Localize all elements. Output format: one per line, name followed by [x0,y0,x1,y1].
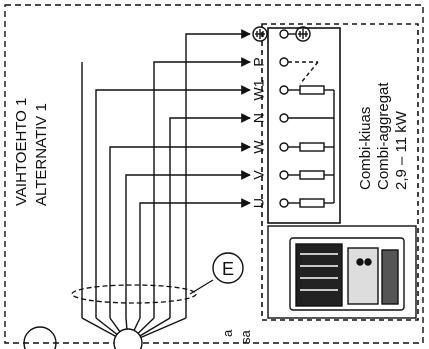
unit-label-line1: Combi-kiuas [357,107,374,190]
wiring-lines [81,29,251,344]
terminal-label-w1: W1 [251,79,267,100]
unit-label-line2: Combi-aggregat [375,82,392,190]
earth-marker-label: E [222,259,234,279]
terminal-label-p: P [251,57,267,66]
outer-dashed-frame [4,4,424,344]
terminal-box [267,27,341,224]
earth-symbol-unit-icon [295,26,311,42]
bottom-left-circle [23,326,57,349]
bottom-center-circle [113,328,143,349]
unit-enclosure [261,23,419,321]
terminal-label-v: V [251,170,267,180]
terminal-label-w: W [251,140,267,154]
cut-text-fragment-line2: sa [238,330,253,345]
terminal-labels: U V W N W1 P [251,57,267,208]
alternative-label-line1: VAIHTOEHTO 1 [13,98,30,206]
terminal-label-n: N [251,113,267,123]
alternative-label-line2: ALTERNATIV 1 [33,103,50,206]
terminal-label-u: U [251,198,267,208]
earth-marker: E [189,252,244,295]
unit-resistors [288,33,335,208]
earth-symbol-icon [252,26,268,42]
heater-illustration [289,237,405,311]
unit-label-line3: 2,9 – 11 kW [393,110,410,190]
cable-bundle-ellipse [71,284,197,304]
heater-picture-frame [267,225,417,319]
cut-text-fragment-line1: a [220,329,235,337]
unit-terminals [279,29,289,208]
